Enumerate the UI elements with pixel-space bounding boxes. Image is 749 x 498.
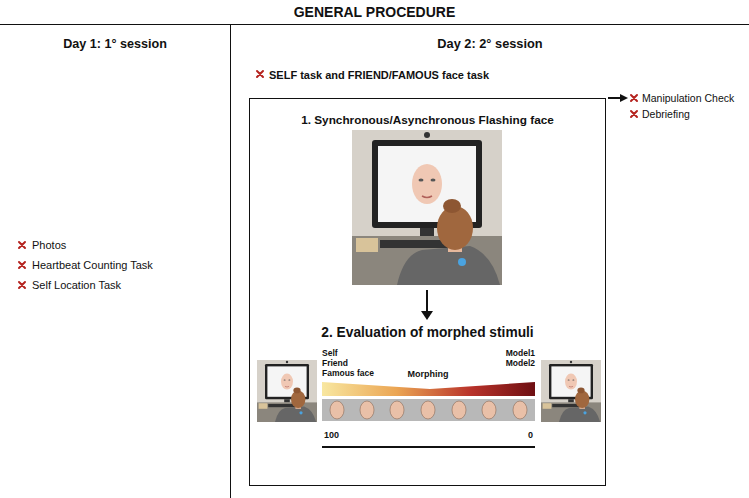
morph-gradient: [322, 382, 535, 396]
text-label: Self: [322, 349, 338, 359]
text-label: Model2: [506, 359, 535, 369]
text-label: Famous face: [322, 369, 374, 379]
text-label: Heartbeat Counting Task: [32, 259, 153, 272]
text-label: Morphing: [408, 369, 449, 379]
text-label: Manipulation Check: [642, 92, 734, 104]
diagram-title: GENERAL PROCEDURE: [0, 4, 749, 20]
text-label: 0: [528, 430, 533, 440]
text-label: Photos: [32, 239, 66, 252]
text-label: Model1: [506, 349, 535, 359]
node-text: SELF task and FRIEND/FAMOUS face task: [269, 69, 489, 82]
face-strip: [322, 399, 535, 421]
small-photo: [257, 360, 317, 422]
text-label: Self Location Task: [32, 279, 121, 292]
main-photo: [352, 130, 502, 285]
arrow-head: [620, 94, 628, 102]
right-arrow: [608, 97, 622, 99]
text-label: 100: [324, 430, 339, 440]
node-heading: 1. Synchronous/Asynchronous Flashing fac…: [250, 113, 605, 127]
node-text: 2. Evaluation of morphed stimuli: [250, 325, 605, 341]
small-photo: [541, 360, 601, 422]
node-heading: Day 2: 2° session: [231, 37, 749, 52]
node-heading: Day 1: 1° session: [0, 37, 230, 52]
morph-faces: [330, 401, 527, 419]
procedure-box: 1. Synchronous/Asynchronous Flashing fac…: [249, 98, 606, 486]
text-label: Debriefing: [642, 108, 690, 120]
arrow-head: [421, 311, 433, 320]
text-label: Friend: [322, 359, 348, 369]
down-arrow: [426, 290, 428, 313]
bullet-marks: [19, 71, 637, 288]
scale-line: [322, 446, 535, 448]
